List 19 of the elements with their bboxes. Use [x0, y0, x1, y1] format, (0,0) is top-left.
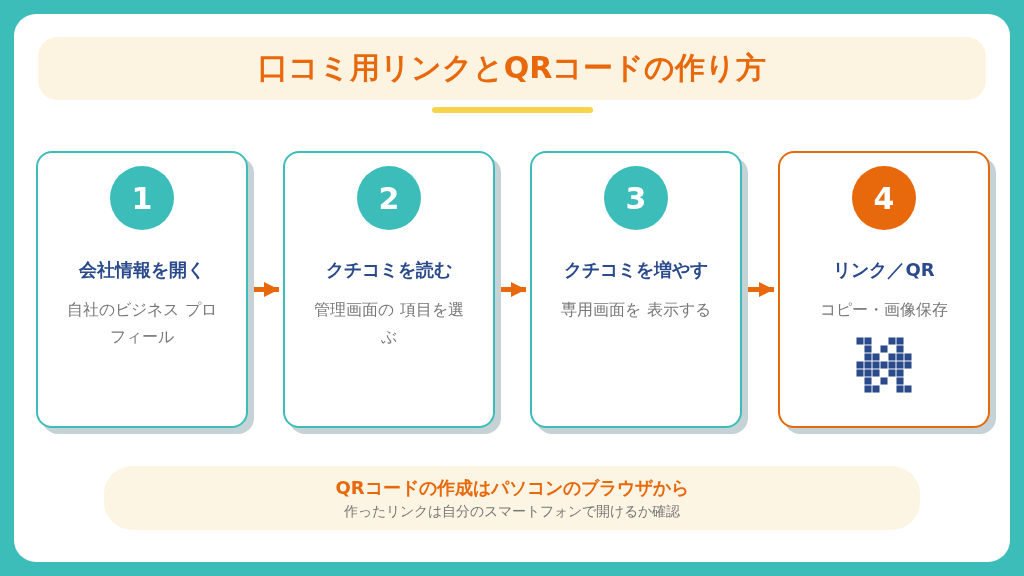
title: 口コミ用リンクとQRコードの作り方: [257, 49, 767, 87]
step-title: 会社情報を開く: [79, 258, 205, 282]
step-title: リンク／QR: [833, 258, 935, 282]
note-heading: QRコードの作成はパソコンのブラウザから: [335, 475, 689, 500]
step-title: クチコミを増やす: [564, 258, 708, 282]
step-description: 専用画面を 表示する: [561, 299, 711, 321]
step-description: コピー・画像保存: [819, 299, 949, 321]
arrow: [499, 282, 526, 297]
step-number: 4: [852, 166, 916, 230]
note-band: [104, 466, 920, 530]
arrow: [252, 282, 279, 297]
step-description: 管理画面の 項目を選ぶ: [314, 299, 464, 348]
step-number: 2: [357, 166, 421, 230]
note-text: 作ったリンクは自分のスマートフォンで開けるか確認: [344, 502, 680, 521]
step-number: 3: [604, 166, 668, 230]
step-description: 自社のビジネス プロフィール: [67, 299, 217, 348]
arrow: [746, 282, 774, 297]
step-title: クチコミを読む: [326, 258, 452, 282]
step-number: 1: [110, 166, 174, 230]
